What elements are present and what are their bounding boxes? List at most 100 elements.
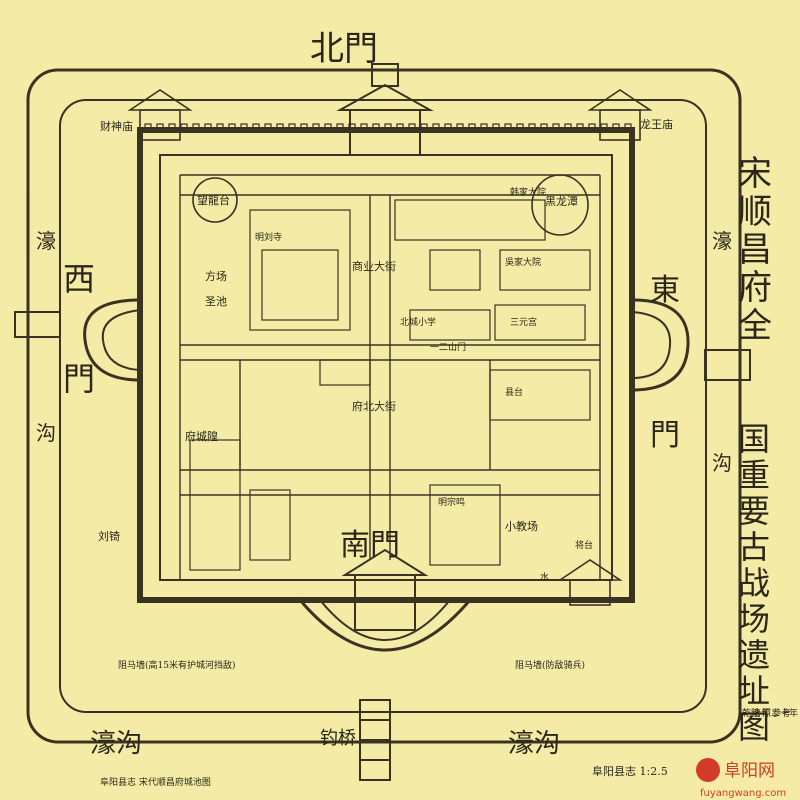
heilong-pool [531,174,589,236]
label-longwang-temple: 龙王庙 [640,117,673,131]
corner-note: 乾隆清年照二十年参考 [742,707,798,719]
label-xiantai: 县台 [505,386,523,398]
north-gate-tower [336,63,434,156]
gate-label-south: 南門 [340,528,400,563]
wall-merlon [156,123,164,131]
watermark: 阜阳网 fuyangwang.com [696,758,786,799]
wall-merlon [204,123,212,131]
label-liu-qi: 刘锜 [98,529,120,543]
wall-merlon [180,123,188,131]
moat-label-bottom-right: 濠沟 [508,729,560,759]
wall-merlon [588,123,596,131]
wall-merlon [624,123,632,131]
wall-merlon [252,123,260,131]
label-fudi-chi: 圣池 [205,295,227,308]
east-gate-barbican [631,298,751,392]
gate-label-north: 北門 [310,29,378,69]
wall-merlon [564,123,572,131]
wall-merlon [492,123,500,131]
subtitle-char: 场 [738,600,770,638]
wall-merlon [396,123,404,131]
label-beicheng: 北城小学 [400,316,436,328]
wall-merlon [456,123,464,131]
corner-note-item: 照二十年 [762,707,798,719]
wall-merlon [444,123,452,131]
moat-label-top-left: 濠 [36,229,56,253]
label-zhongyang: 一二山门 [430,341,466,353]
wall-merlon [576,123,584,131]
moat-label-top-right: 濠 [712,229,732,253]
wall-merlon [168,123,176,131]
wall-merlon [144,123,152,131]
label-minjian: 明宗鸣 [438,496,465,508]
wall-merlon [552,123,560,131]
south-gate-tower [298,548,472,652]
wall-note-east: 阻马墙(防敌骑兵) [515,659,585,671]
map-labels: 北門 西 門 東 門 南門 濠 濠 沟 沟 濠沟 濠沟 钓桥 财神庙 龙王庙 望… [36,29,732,788]
wall-merlon [600,123,608,131]
label-shangye-dajie: 商业大街 [352,259,396,273]
wall-note-west: 阻马墙(高15米有护城河挡敌) [118,659,235,671]
drawbridge [359,699,391,781]
wanglong-platform [192,177,238,223]
label-sanyuan: 三元宫 [510,316,537,328]
corner-note-item: 参 [772,707,781,719]
label-wujia: 吳家大院 [505,256,541,268]
label-caishen-temple: 财神庙 [100,119,133,133]
wall-merlon [300,123,308,131]
subtitle-char: 重 [738,456,770,494]
wall-merlon [516,123,524,131]
inner-moat-line [59,99,707,713]
corner-note-item: 乾隆 [742,707,760,719]
moat-label-right: 沟 [712,451,732,475]
label-fubei-dajie: 府北大街 [352,399,396,413]
title-char: 全 [738,306,772,346]
wall-merlon [216,123,224,131]
gate-label-east-2: 門 [650,418,680,453]
wall-merlon [384,123,392,131]
wall-merlon [336,123,344,131]
wall-merlon [276,123,284,131]
wall-merlon [504,123,512,131]
wall-merlon [480,123,488,131]
wall-merlon [612,123,620,131]
gate-label-east-1: 東 [650,273,680,308]
label-jiaochang: 小教场 [505,519,538,533]
label-jiang: 将台 [575,539,593,551]
subtitle-char: 要 [738,492,770,530]
title-char: 顺 [738,192,772,232]
subtitle-char: 址 [738,672,770,710]
wall-merlon [228,123,236,131]
wall-merlon [540,123,548,131]
crenellations [144,123,632,131]
bridge-label: 钓桥 [320,728,356,749]
wall-merlon [360,123,368,131]
label-fangchi: 方场 [205,269,227,283]
title-char: 宋 [738,154,772,194]
label-yangshui: 水 [540,571,549,583]
wall-merlon [528,123,536,131]
west-gate-barbican [14,298,141,382]
wall-merlon [324,123,332,131]
corner-towers [127,89,653,606]
outer-moat-line [26,68,742,744]
gate-label-west-1: 西 [63,260,95,298]
scale-note: 阜阳县志 1:2.5 [592,765,668,778]
moat-label-bottom-left: 濠沟 [90,729,142,759]
wall-merlon [240,123,248,131]
title-char: 府 [738,268,772,308]
subtitle-char: 战 [738,564,770,602]
wall-merlon [312,123,320,131]
wall-merlon [192,123,200,131]
gate-label-west-2: 門 [63,360,95,398]
moat-label-left: 沟 [36,421,56,445]
building-blocks [189,199,591,571]
label-hanjia: 韩家大院 [510,186,546,198]
bottom-note: 阜阳县志 宋代顺昌府城池图 [100,776,211,788]
wall-merlon [468,123,476,131]
wall-merlon [432,123,440,131]
corner-note-item: 考 [782,708,791,719]
label-chenghuang: 府城隍 [185,429,218,443]
